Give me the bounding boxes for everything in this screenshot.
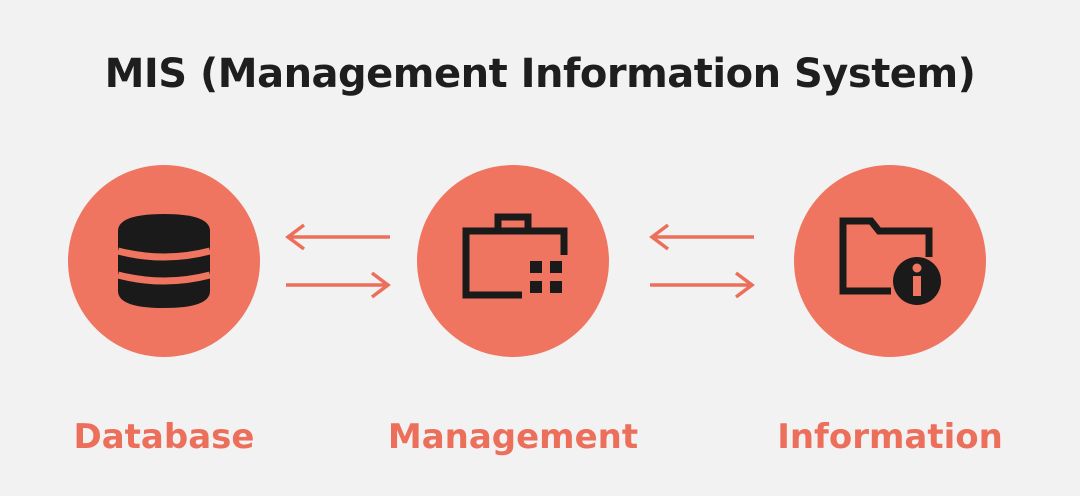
database-label: Database [73, 417, 255, 457]
arrow-left-icon [649, 223, 754, 251]
folder-info-icon [839, 217, 941, 305]
information-label: Information [777, 417, 1003, 457]
arrow-right-icon [650, 271, 755, 299]
database-node [68, 165, 260, 357]
arrow-right-icon [286, 271, 391, 299]
database-icon [117, 214, 211, 308]
management-label: Management [387, 417, 639, 457]
information-node [794, 165, 986, 357]
arrow-left-icon [285, 223, 390, 251]
briefcase-grid-icon [462, 213, 568, 299]
management-node [417, 165, 609, 357]
diagram-title: MIS (Management Information System) [104, 51, 976, 97]
